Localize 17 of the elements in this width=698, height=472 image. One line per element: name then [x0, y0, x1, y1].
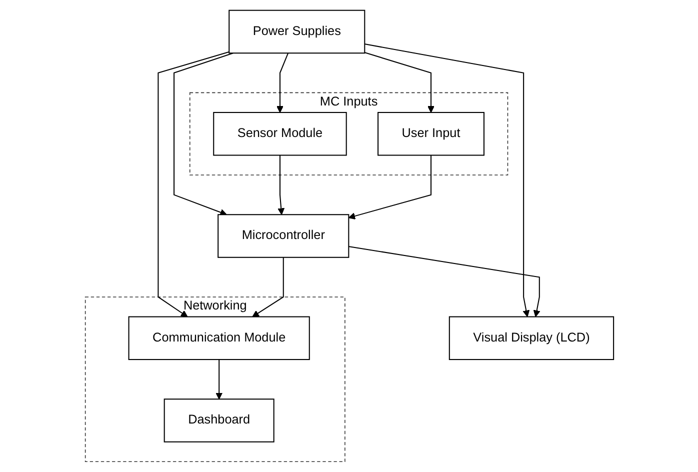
node-box: Microcontroller — [217, 214, 349, 258]
node-box: Dashboard — [163, 398, 274, 442]
node-box: Visual Display (LCD) — [448, 316, 614, 360]
arrow — [252, 257, 284, 318]
arrow — [277, 155, 284, 215]
arrow — [157, 51, 229, 318]
node-box: User Input — [377, 112, 484, 156]
node-box: Power Supplies — [228, 10, 365, 54]
arrow — [364, 52, 434, 113]
arrow — [173, 52, 233, 216]
arrow — [348, 155, 432, 220]
node-box: Sensor Module — [212, 112, 346, 156]
arrow — [215, 360, 222, 400]
arrow — [348, 246, 540, 318]
arrow — [364, 44, 530, 318]
arrow — [276, 52, 288, 113]
node-box: Communication Module — [128, 316, 310, 360]
